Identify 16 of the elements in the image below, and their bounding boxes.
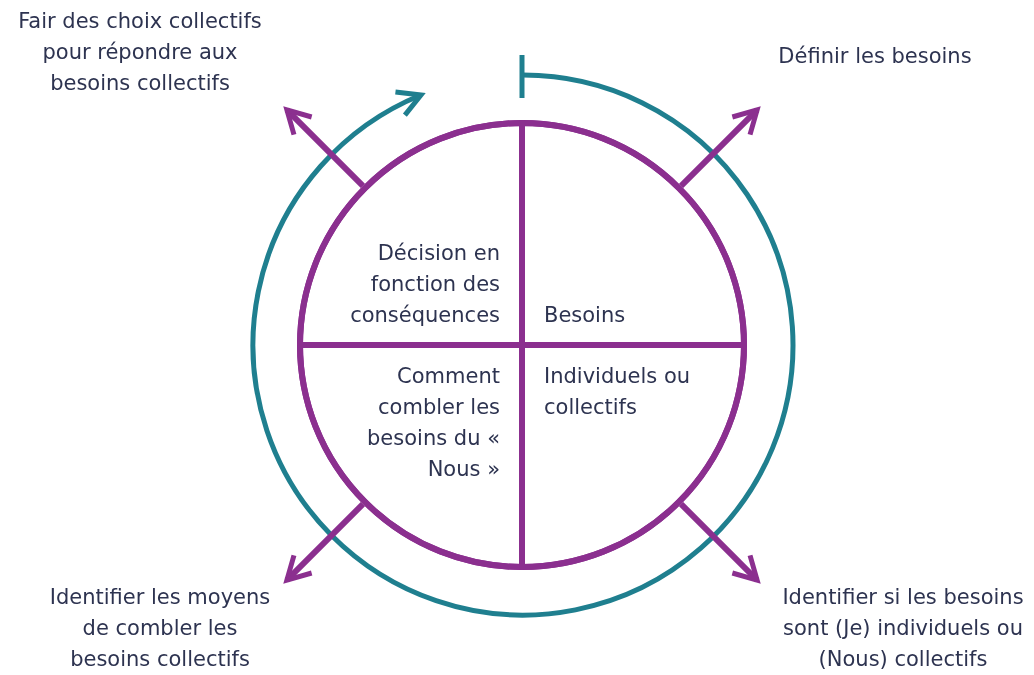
step-text: Fair des choix collectifs pour répondre aux besoins collectifs	[17, 8, 263, 97]
step-text: Définir les besoins	[778, 42, 972, 70]
step-text: Identifier les moyens de combler les besoins collectifs	[48, 584, 272, 673]
quadrant-label: Besoins	[544, 302, 626, 329]
quadrant	[522, 123, 744, 345]
step-text: Identifier si les besoins sont (Je) individuels ou (Nous) collectifs	[781, 584, 1025, 673]
quadrant-label: Décision en fonction des conséquences	[349, 240, 500, 329]
arrow	[284, 107, 366, 189]
quadrant-label: Individuels ou collectifs	[544, 363, 692, 421]
arrow	[678, 501, 760, 583]
arrow	[284, 501, 366, 583]
arrow	[678, 107, 760, 189]
quadrant-label: Comment combler les besoins du « Nous »	[366, 363, 500, 483]
quadrant	[300, 345, 522, 567]
quadrant	[300, 123, 522, 345]
quadrant	[522, 345, 744, 567]
